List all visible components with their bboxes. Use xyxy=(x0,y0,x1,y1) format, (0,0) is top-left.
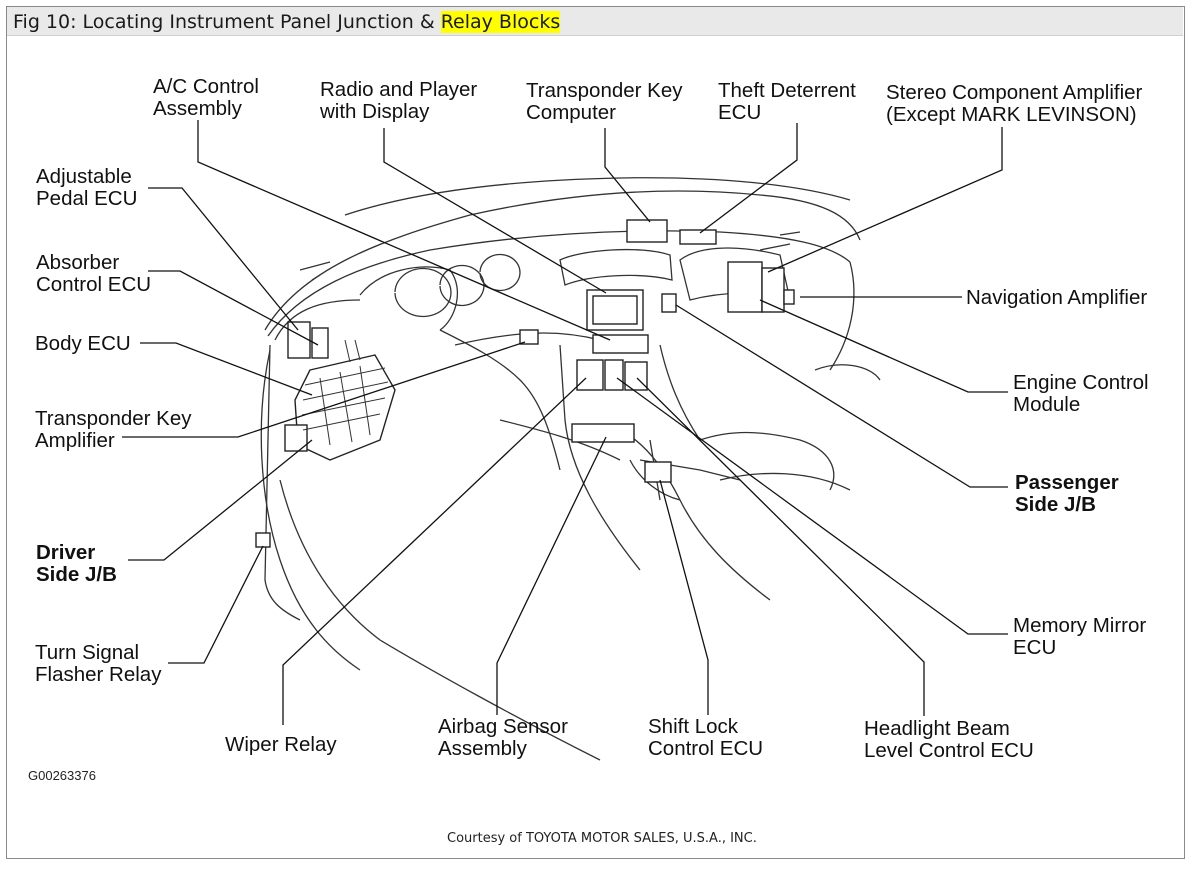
memory-mirror-box xyxy=(604,359,624,391)
label-line: Module xyxy=(1013,393,1081,416)
label-line: Side J/B xyxy=(1015,493,1096,516)
leader-lines xyxy=(122,120,1008,725)
junction-block-detail xyxy=(301,339,389,446)
label-line: ECU xyxy=(718,101,762,124)
dashboard-outline xyxy=(260,177,881,761)
label-line: Side J/B xyxy=(36,563,117,586)
label-line: Turn Signal xyxy=(35,641,140,664)
label-line: Assembly xyxy=(438,737,527,760)
figure-title-prefix: Fig 10: Locating Instrument Panel Juncti… xyxy=(13,11,441,33)
label-line: Adjustable xyxy=(36,165,132,188)
label-line: Stereo Component Amplifier xyxy=(886,81,1143,104)
label-line: Flasher Relay xyxy=(35,663,162,686)
driver-jb-box xyxy=(294,354,396,461)
label-line: Driver xyxy=(36,541,96,564)
airbag-sensor-box xyxy=(571,423,635,443)
label-line: Navigation Amplifier xyxy=(966,286,1148,309)
label-stereo-component-amplifier: Stereo Component Amplifier(Except MARK L… xyxy=(886,82,1142,126)
label-line: Transponder Key xyxy=(526,79,683,102)
label-line: Shift Lock xyxy=(648,715,739,738)
label-line: Pedal ECU xyxy=(36,187,138,210)
label-line: ECU xyxy=(1013,636,1057,659)
label-line: Radio and Player xyxy=(320,78,478,101)
label-line: Level Control ECU xyxy=(864,739,1034,762)
label-line: A/C Control xyxy=(153,75,259,98)
label-line: Engine Control xyxy=(1013,371,1149,394)
figure-code: G00263376 xyxy=(28,768,96,783)
label-line: (Except MARK LEVINSON) xyxy=(886,103,1137,126)
figure-credit: Courtesy of TOYOTA MOTOR SALES, U.S.A., … xyxy=(447,831,757,846)
label-line: Amplifier xyxy=(35,429,115,452)
theft-deterrent-ecu-box xyxy=(679,229,717,245)
label-line: Airbag Sensor xyxy=(438,715,568,738)
label-line: Body ECU xyxy=(35,332,131,355)
turn-signal-relay-box xyxy=(255,532,271,548)
label-line: Headlight Beam xyxy=(864,717,1010,740)
label-line: Control ECU xyxy=(648,737,764,760)
wiper-relay-box xyxy=(576,359,604,391)
adjustable-pedal-ecu-box xyxy=(287,321,311,359)
label-line: Assembly xyxy=(153,97,242,120)
transponder-key-computer-box xyxy=(626,219,668,243)
absorber-ecu-box xyxy=(311,327,329,359)
shift-lock-box xyxy=(644,461,672,483)
label-wiper-relay: Wiper Relay xyxy=(225,734,337,756)
body-ecu-lower-box xyxy=(284,424,308,452)
radio-display xyxy=(592,295,638,325)
figure-title-bar xyxy=(7,7,1183,36)
label-line: Passenger xyxy=(1015,471,1119,494)
label-navigation-amplifier: Navigation Amplifier xyxy=(966,287,1147,309)
label-line: Control ECU xyxy=(36,273,152,296)
figure-title: Fig 10: Locating Instrument Panel Juncti… xyxy=(13,11,561,33)
label-line: Memory Mirror xyxy=(1013,614,1147,637)
label-line: Wiper Relay xyxy=(225,733,337,756)
label-line: with Display xyxy=(320,100,430,123)
label-line: Theft Deterrent xyxy=(718,79,856,102)
label-line: Absorber xyxy=(36,251,120,274)
ac-control-box xyxy=(592,334,649,354)
navigation-amp-box xyxy=(783,289,795,305)
components xyxy=(255,219,795,548)
figure-title-highlight: Relay Blocks xyxy=(440,11,561,33)
transponder-amp-box xyxy=(519,329,539,345)
label-body-ecu: Body ECU xyxy=(35,333,131,355)
label-line: Computer xyxy=(526,101,617,124)
engine-control-module-box xyxy=(727,261,763,313)
passenger-jb-box xyxy=(661,293,677,313)
label-line: Transponder Key xyxy=(35,407,192,430)
